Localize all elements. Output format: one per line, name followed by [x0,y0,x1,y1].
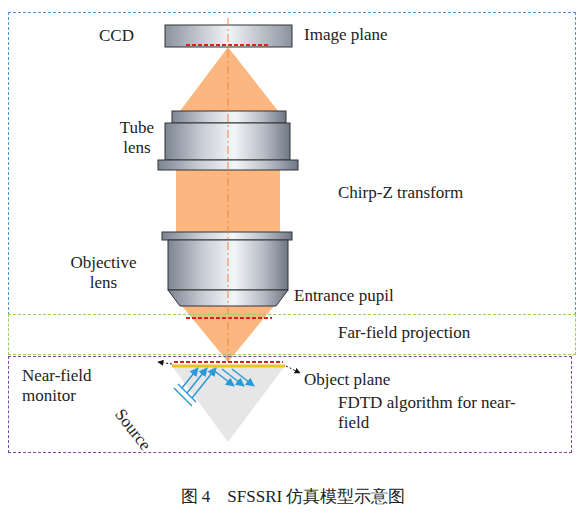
fdtd-region: FDTD algorithm for near-field [8,356,572,453]
simulation-domain [172,366,285,442]
figure-caption: 图 4 SFSSRI 仿真模型示意图 [181,487,406,507]
region-label: Chirp-Z transform [338,183,463,203]
region-label: Far-field projection [338,323,470,343]
near-field-monitor [174,361,283,363]
objective-lens [162,232,292,306]
leader-line [158,362,172,364]
beam [180,47,278,111]
part-name: Near-field monitor [22,366,122,405]
leader-line [286,366,300,373]
part-name: Entrance pupil [294,286,394,306]
source [174,384,196,406]
object-plane [172,365,285,368]
part-name: Objective lens [56,253,151,292]
light-rays [182,368,254,398]
entrance-pupil-mark [186,317,272,319]
part-name: CCD [99,26,134,46]
part-name: Tube lens [112,118,162,157]
region-label: FDTD algorithm for near-field [338,393,518,432]
optical-axis [228,18,229,362]
far-field-band: Far-field projection [8,314,576,355]
part-name: Source [111,405,155,454]
part-name: Image plane [304,25,388,45]
part-name: Object plane [304,370,390,390]
